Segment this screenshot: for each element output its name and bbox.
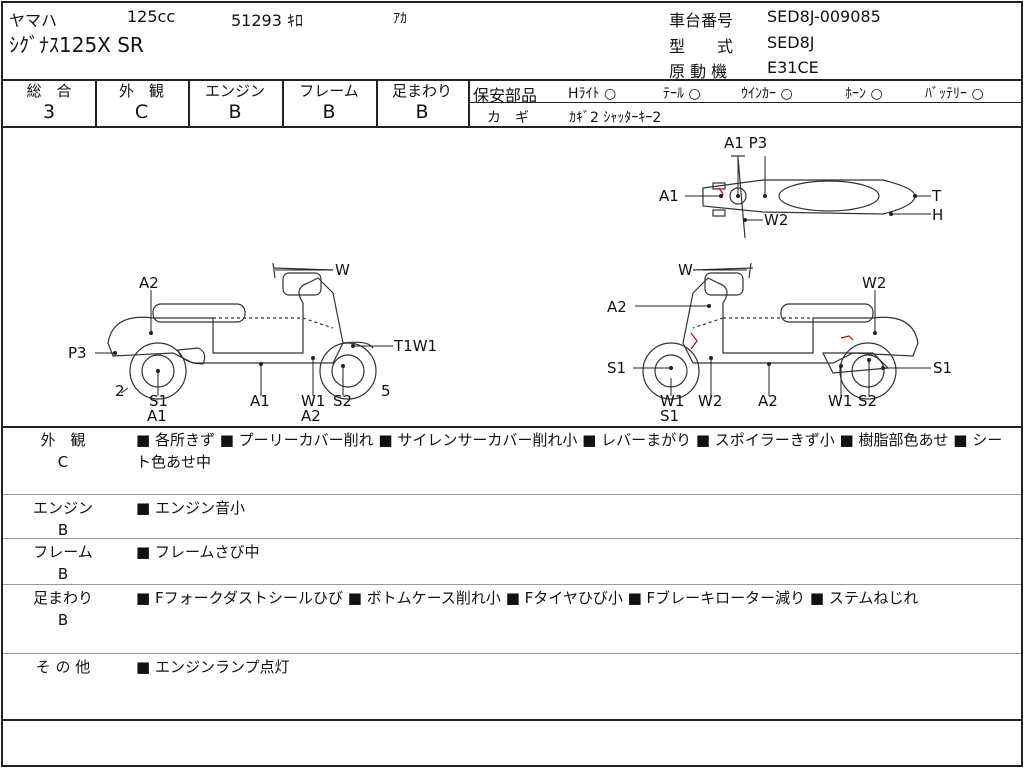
key-label: カ ギ [487, 110, 529, 126]
diagram-label: A1 [147, 407, 167, 425]
safety-battery: ﾊﾞｯﾃﾘｰ ○ [925, 86, 984, 102]
diagram-label: 2 [115, 382, 125, 400]
top-view-scooter [702, 155, 916, 239]
type: SED8J [767, 33, 815, 52]
diagram-label: S1 [607, 359, 627, 377]
diagram-label: W2 [764, 211, 789, 229]
color: ｱｶ [393, 11, 407, 27]
type-label: 型 式 [669, 37, 734, 56]
diagram-label: T1W1 [394, 337, 438, 355]
displacement: 125cc [127, 7, 176, 26]
remark-frame-text: ■ フレームさび中 [136, 543, 260, 561]
diagram-label: A1 [250, 392, 270, 410]
diagram-label: T [932, 187, 942, 205]
diagram-label: S2 [333, 392, 353, 410]
diagram-label: W1 [301, 392, 326, 410]
safety-headlight: Hﾗｲﾄ ○ [568, 86, 617, 102]
diagram-label: W2 [862, 274, 887, 292]
diagram-label: W [678, 261, 693, 279]
diagram-label: A2 [301, 407, 321, 425]
diagram-label: S2 [858, 392, 878, 410]
remark-suspension-text: ■ Fフォークダストシールひび ■ ボトムケース削れ小 ■ Fタイヤひび小 ■ … [136, 589, 919, 607]
damage-diagram [95, 155, 931, 400]
diagram-label: P3 [68, 344, 87, 362]
safety-winker: ｳｲﾝｶｰ ○ [741, 86, 793, 102]
diagram-label: S1 [149, 392, 169, 410]
diagram-label: W1 [660, 392, 685, 410]
frame-no-label: 車台番号 [669, 11, 734, 30]
remark-exterior-text: ■ 各所きず ■ プーリーカバー削れ ■ サイレンサーカバー削れ小 ■ レバーま… [136, 431, 1003, 471]
diagram-label: 5 [381, 382, 391, 400]
key-value: ｶｷﾞ2 ｼｬｯﾀｰｷｰ2 [569, 110, 662, 126]
frame-no: SED8J-009085 [767, 7, 881, 26]
safety-label: 保安部品 [473, 86, 538, 105]
diagram-label: A1 P3 [724, 134, 768, 152]
diagram-label: A1 [659, 187, 679, 205]
diagram-label: A2 [758, 392, 778, 410]
safety-horn: ﾎｰﾝ ○ [845, 86, 883, 102]
maker: ヤマハ [9, 11, 58, 30]
remark-engine-text: ■ エンジン音小 [136, 499, 245, 517]
diagram-label: W [335, 261, 350, 279]
model-name: ｼｸﾞﾅｽ125X SR [9, 33, 144, 57]
diagram-label: W2 [698, 392, 723, 410]
diagram-label: A2 [139, 274, 159, 292]
diagram-label: H [932, 206, 944, 224]
remark-other-text: ■ エンジンランプ点灯 [136, 658, 290, 676]
engine-label: 原 動 機 [669, 62, 728, 81]
diagram-label: S1 [660, 407, 680, 425]
safety-tail: ﾃｰﾙ ○ [663, 86, 701, 102]
diagram-label: A2 [607, 298, 627, 316]
left-side-scooter [107, 262, 377, 400]
remark-other-label: そ の 他 [35, 658, 91, 676]
diagram-label: W1 [828, 392, 853, 410]
diagram-label: S1 [933, 359, 953, 377]
divider [3, 79, 1021, 81]
mileage: 51293 ｷﾛ [231, 11, 303, 30]
engine-model: E31CE [767, 58, 819, 77]
